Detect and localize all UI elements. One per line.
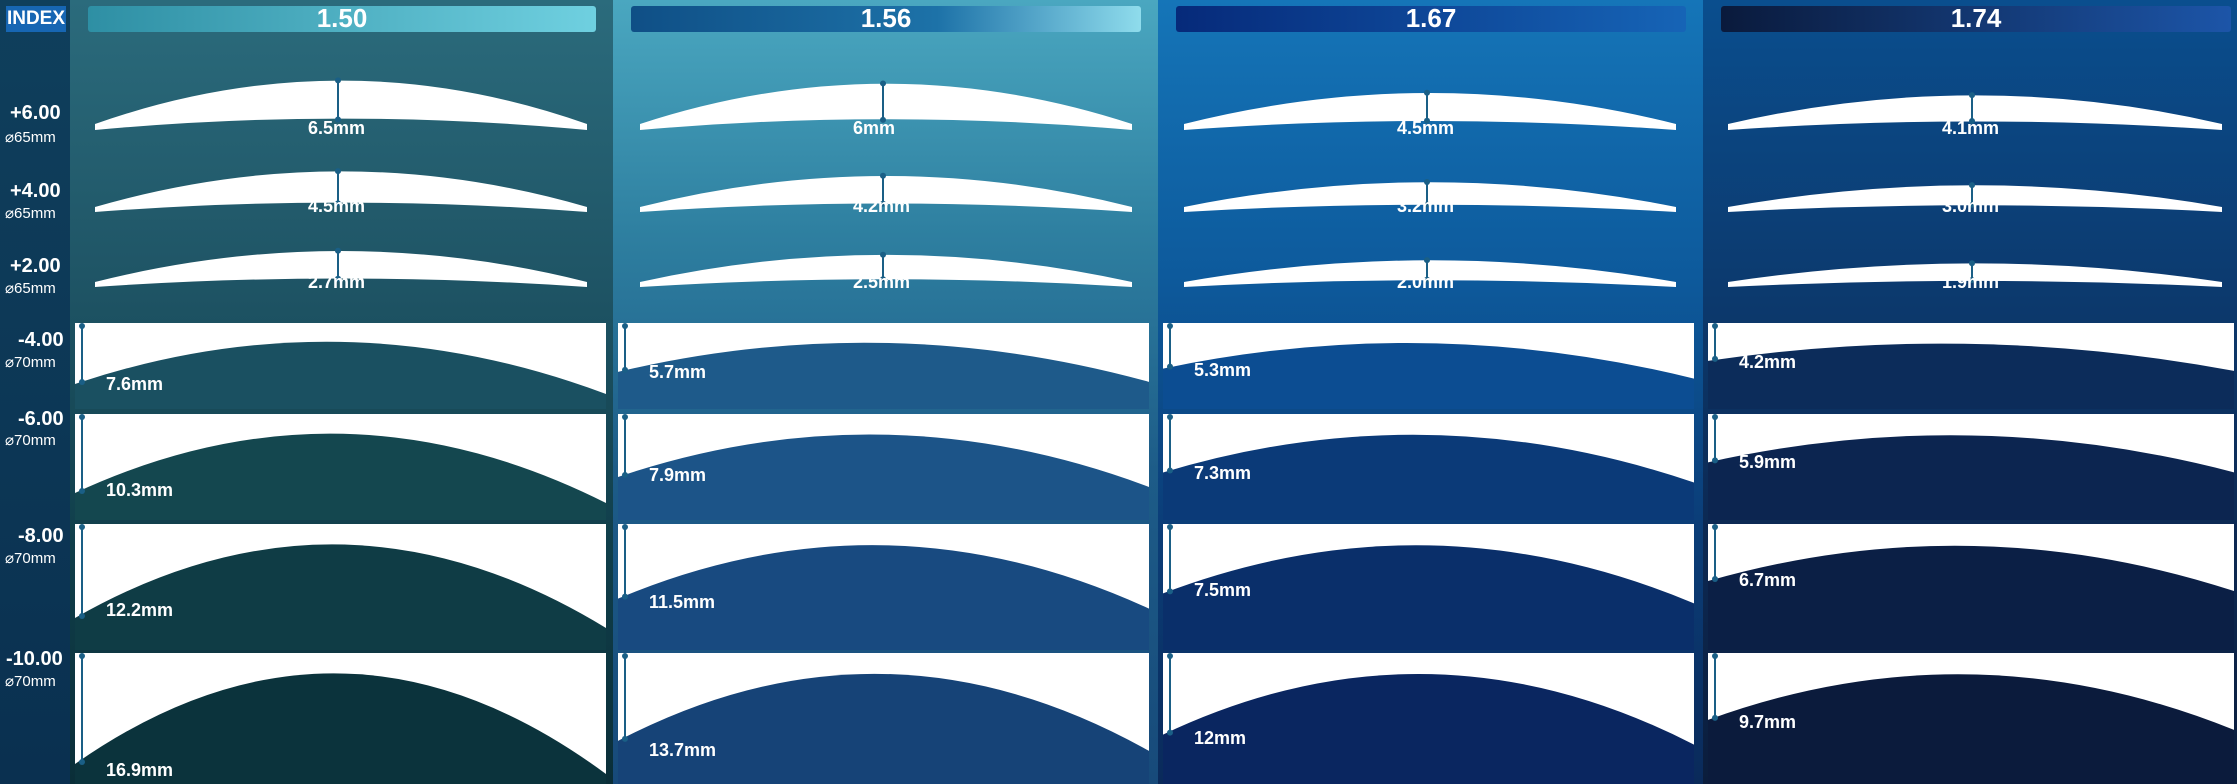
indicator-dot bbox=[1712, 524, 1718, 530]
thickness-label: 1.9mm bbox=[1942, 272, 1999, 293]
thickness-label: 2.0mm bbox=[1397, 272, 1454, 293]
indicator-dot bbox=[1167, 653, 1173, 659]
indicator-dot bbox=[1712, 323, 1718, 329]
thickness-label: 5.3mm bbox=[1194, 360, 1251, 381]
thickness-label: 7.9mm bbox=[649, 465, 706, 486]
indicator-dot bbox=[1969, 182, 1975, 188]
thickness-label: 4.1mm bbox=[1942, 118, 1999, 139]
thickness-label: 11.5mm bbox=[649, 592, 715, 613]
indicator-dot bbox=[335, 77, 341, 83]
thickness-label: 4.2mm bbox=[853, 196, 910, 217]
indicator-dot bbox=[1712, 715, 1718, 721]
indicator-dot bbox=[1167, 524, 1173, 530]
indicator-dot bbox=[79, 488, 85, 494]
indicator-dot bbox=[622, 323, 628, 329]
thickness-label: 3.2mm bbox=[1397, 196, 1454, 217]
indicator-dot bbox=[880, 252, 886, 258]
thickness-label: 12mm bbox=[1194, 728, 1246, 749]
thickness-label: 6.7mm bbox=[1739, 570, 1796, 591]
indicator-dot bbox=[1167, 730, 1173, 736]
thickness-label: 4.2mm bbox=[1739, 352, 1796, 373]
thickness-label: 6mm bbox=[853, 118, 895, 139]
indicator-dot bbox=[79, 323, 85, 329]
indicator-dot bbox=[1167, 588, 1173, 594]
indicator-dot bbox=[622, 472, 628, 478]
indicator-dot bbox=[79, 759, 85, 765]
indicator-dot bbox=[880, 80, 886, 86]
thickness-label: 3.0mm bbox=[1942, 196, 1999, 217]
indicator-dot bbox=[79, 613, 85, 619]
indicator-dot bbox=[1424, 257, 1430, 263]
thickness-label: 7.3mm bbox=[1194, 463, 1251, 484]
thickness-label: 5.9mm bbox=[1739, 452, 1796, 473]
indicator-dot bbox=[335, 248, 341, 254]
indicator-dot bbox=[1424, 90, 1430, 96]
thickness-label: 2.7mm bbox=[308, 272, 365, 293]
indicator-dot bbox=[79, 379, 85, 385]
thickness-label: 4.5mm bbox=[1397, 118, 1454, 139]
indicator-dot bbox=[1167, 414, 1173, 420]
indicator-dot bbox=[1712, 356, 1718, 362]
indicator-dot bbox=[622, 414, 628, 420]
thickness-label: 7.5mm bbox=[1194, 580, 1251, 601]
indicator-dot bbox=[1712, 457, 1718, 463]
indicator-dot bbox=[622, 736, 628, 742]
indicator-dot bbox=[1712, 414, 1718, 420]
thickness-label: 16.9mm bbox=[106, 760, 173, 781]
thickness-label: 9.7mm bbox=[1739, 712, 1796, 733]
thickness-label: 10.3mm bbox=[106, 480, 173, 501]
indicator-dot bbox=[1167, 323, 1173, 329]
indicator-dot bbox=[622, 594, 628, 600]
thickness-label: 5.7mm bbox=[649, 362, 706, 383]
thickness-label: 13.7mm bbox=[649, 740, 716, 761]
indicator-dot bbox=[622, 653, 628, 659]
indicator-dot bbox=[79, 524, 85, 530]
indicator-dot bbox=[1969, 92, 1975, 98]
indicator-dot bbox=[335, 168, 341, 174]
thickness-label: 4.5mm bbox=[308, 196, 365, 217]
indicator-dot bbox=[880, 173, 886, 179]
thickness-label: 7.6mm bbox=[106, 374, 163, 395]
indicator-dot bbox=[1167, 468, 1173, 474]
indicator-dot bbox=[1167, 364, 1173, 370]
indicator-dot bbox=[622, 524, 628, 530]
indicator-dot bbox=[622, 367, 628, 373]
indicator-dot bbox=[1424, 179, 1430, 185]
thickness-label: 6.5mm bbox=[308, 118, 365, 139]
indicator-dot bbox=[1969, 260, 1975, 266]
indicator-dot bbox=[1712, 576, 1718, 582]
indicator-dot bbox=[79, 653, 85, 659]
thickness-label: 12.2mm bbox=[106, 600, 173, 621]
indicator-dot bbox=[79, 414, 85, 420]
thickness-label: 2.5mm bbox=[853, 272, 910, 293]
indicator-dot bbox=[1712, 653, 1718, 659]
